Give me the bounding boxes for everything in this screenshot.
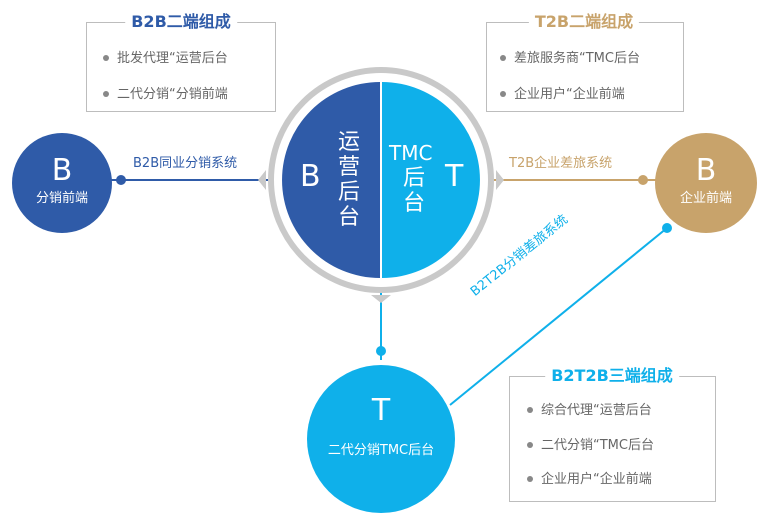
bullet-dot [527,475,533,482]
panel-t2b-item: 差旅服务商“TMC后台 [500,50,640,68]
t2b-link-dot [638,175,648,185]
panel-b2t2b-item: 二代分销“TMC后台 [527,437,654,455]
panel-b2t2b-item: 企业用户“企业前端 [527,471,652,489]
panel-b2b-item: 二代分销“分销前端 [103,86,228,104]
center-left-label: 运 营 后 台 [337,130,360,230]
node-right-label: 企业前端 [679,191,732,206]
diagonal-link-dot [662,223,672,233]
bullet-dot [527,441,533,448]
center-right-tmc: TMC [389,141,433,165]
bullet-dot [527,406,533,413]
panel-t2b-item: 企业用户“企业前端 [500,86,625,104]
bullet-dot [103,54,109,61]
bullet-dot [500,54,506,61]
center-ring-pointer-right [496,170,504,190]
center-right-letter: T [445,159,464,194]
node-bottom-label: 二代分销TMC后台 [327,443,435,458]
link-label-b2b: B2B同业分销系统 [133,156,238,171]
vertical-link-dot [376,346,386,356]
link-label-t2b: T2B企业差旅系统 [509,156,613,171]
node-distribution-frontend: B 分销前端 [12,133,112,233]
node-left-label: 分销前端 [35,191,88,206]
center-ring-pointer-left [258,170,266,190]
center-ring-pointer-bottom [371,295,391,303]
center-right-half [382,82,480,278]
panel-t2b-title: T2B二端组成 [528,12,640,32]
node-right-letter: B [695,153,717,188]
diagonal-link-line [449,227,668,406]
node-tmc-backend: T 二代分销TMC后台 [307,365,455,513]
node-bottom-letter: T [371,393,391,428]
panel-b2t2b-item: 综合代理“运营后台 [527,402,652,420]
bullet-dot [103,90,109,97]
panel-b2b-title: B2B二端组成 [125,12,237,32]
b2b-link-dot-left [116,175,126,185]
center-left-letter: B [300,159,321,194]
center-right-label: 后 台 [402,166,425,216]
panel-b2t2b-title: B2T2B三端组成 [545,366,679,386]
node-enterprise-frontend: B 企业前端 [655,133,757,233]
center-left-half [282,82,380,278]
bullet-dot [500,90,506,97]
node-left-letter: B [51,153,73,188]
panel-b2b-item: 批发代理“运营后台 [103,50,228,68]
